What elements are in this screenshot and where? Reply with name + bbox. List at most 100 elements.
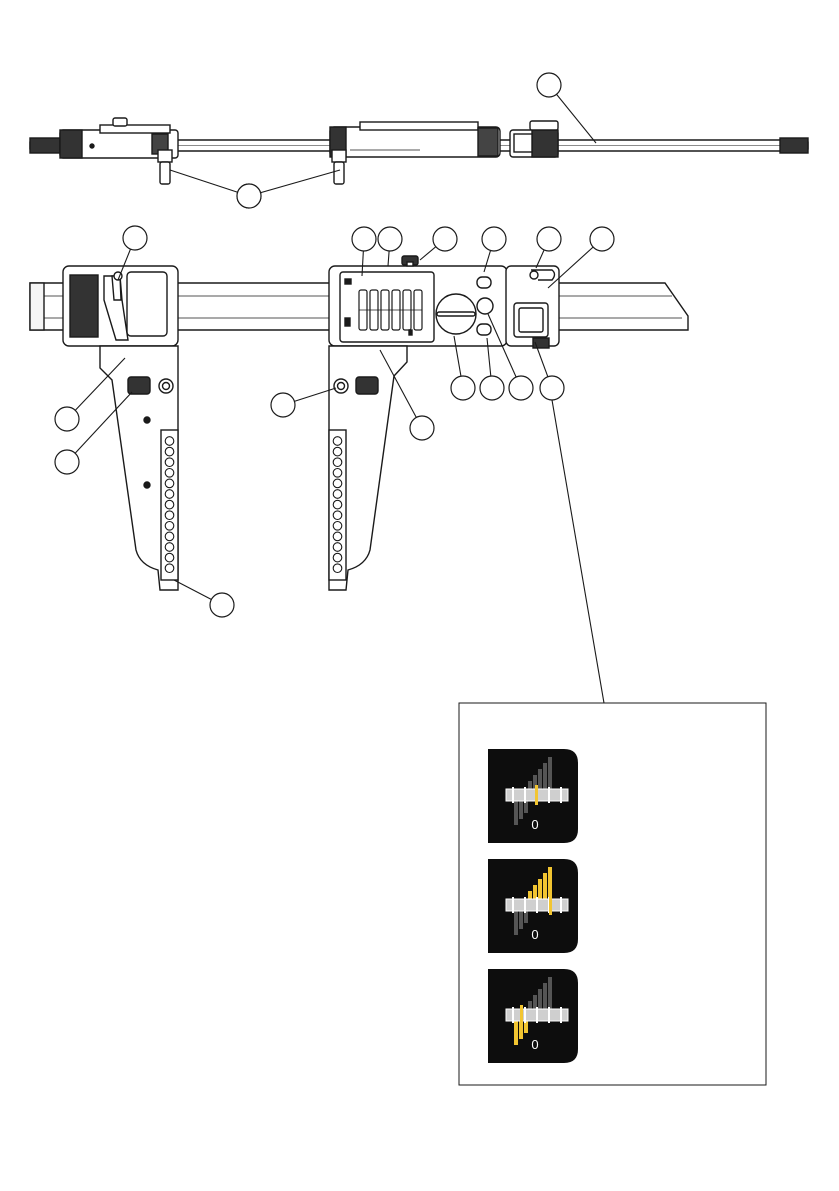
- callout-circle: [540, 376, 564, 400]
- jaw-hole: [333, 458, 342, 467]
- callout-circle: [210, 593, 234, 617]
- jaw-hole: [333, 532, 342, 541]
- jaw-hole: [333, 511, 342, 520]
- indicator-bar-upper: [548, 867, 552, 899]
- front-view-left-slider: [63, 266, 178, 346]
- indicator-tick: [524, 1007, 526, 1023]
- jaw-hole: [333, 564, 342, 573]
- front-view-left-jaw: [100, 346, 178, 590]
- indicator-bar-upper: [543, 873, 547, 899]
- indicator-bar-upper: [533, 885, 537, 899]
- indicator-needle: [549, 895, 552, 915]
- side-view-knurl-right: [780, 138, 808, 153]
- indicator-bar-upper: [548, 977, 552, 1009]
- callout-circle: [410, 416, 434, 440]
- indicator-bar-upper: [528, 891, 532, 899]
- jaw-hole: [165, 553, 174, 562]
- callout-circle: [480, 376, 504, 400]
- jaw-hole: [165, 447, 174, 456]
- side-view-pins: [158, 150, 346, 184]
- jaw-hole: [165, 543, 174, 552]
- lcd-display: [340, 272, 434, 342]
- indicator-icon-centered: 0: [488, 749, 578, 843]
- indicator-icons: 0 0 0: [488, 749, 578, 1063]
- jaw-hole: [333, 469, 342, 478]
- jaw-hole: [333, 500, 342, 509]
- indicator-bar-upper: [533, 995, 537, 1009]
- jaw-hole: [165, 500, 174, 509]
- jaw-hole: [333, 437, 342, 446]
- indicator-bar-lower: [514, 801, 518, 825]
- indicator-bar-upper: [538, 769, 542, 789]
- jaw-holes: [165, 437, 342, 573]
- jaw-hole: [165, 469, 174, 478]
- indicator-bar-upper: [528, 1001, 532, 1009]
- jaw-hole: [333, 447, 342, 456]
- indicator-zero-label: 0: [531, 817, 538, 832]
- caliper-side-view: [30, 118, 808, 184]
- indicator-bar-lower: [519, 801, 523, 819]
- callout-circle: [123, 226, 147, 250]
- jaw-hole: [165, 490, 174, 499]
- jaw-hole: [333, 543, 342, 552]
- callout-circle: [271, 393, 295, 417]
- indicator-zero-label: 0: [531, 1037, 538, 1052]
- lower-button[interactable]: [477, 324, 491, 335]
- jaw-hole: [165, 458, 174, 467]
- callout-circle: [55, 450, 79, 474]
- indicator-bar-lower: [514, 911, 518, 935]
- indicator-tick: [524, 787, 526, 803]
- indicator-bar-upper: [543, 763, 547, 789]
- caliper-front-view: [30, 256, 688, 590]
- indicator-tick: [560, 1007, 562, 1023]
- indicator-icon-positive: 0: [488, 859, 578, 953]
- indicator-tick: [560, 787, 562, 803]
- jaw-hole: [333, 479, 342, 488]
- indicator-bar-upper: [548, 757, 552, 789]
- side-view-display-slider: [330, 122, 500, 157]
- indicator-tick: [524, 897, 526, 913]
- callout-circle: [509, 376, 533, 400]
- indicator-tick: [536, 897, 538, 913]
- indicator-bar-lower: [514, 1021, 518, 1045]
- front-view-display-unit: [329, 256, 507, 346]
- callout-leader-line: [249, 170, 340, 196]
- indicator-bar-upper: [538, 989, 542, 1009]
- jaw-hole: [333, 522, 342, 531]
- indicator-needle: [520, 1005, 523, 1025]
- middle-button[interactable]: [477, 298, 493, 314]
- indicator-needle: [535, 785, 538, 805]
- front-view-right-jaw: [329, 346, 407, 590]
- indicator-bar-upper: [528, 781, 532, 789]
- callout-circle: [433, 227, 457, 251]
- jaw-hole: [333, 490, 342, 499]
- callout-circle: [537, 227, 561, 251]
- callout-circle: [537, 73, 561, 97]
- front-view-right-clamp: [506, 266, 559, 348]
- indicator-bar-upper: [543, 983, 547, 1009]
- upper-button[interactable]: [477, 277, 491, 288]
- lock-screw[interactable]: [402, 256, 418, 266]
- indicator-tick: [512, 897, 514, 913]
- indicator-tick: [548, 787, 550, 803]
- side-view-right-clamp: [510, 121, 558, 157]
- indicator-icon-negative: 0: [488, 969, 578, 1063]
- jaw-hole: [165, 564, 174, 573]
- jaw-hole: [333, 553, 342, 562]
- callout-circle: [237, 184, 261, 208]
- callout-circle: [378, 227, 402, 251]
- side-view-knurl-left: [30, 138, 60, 153]
- panel-leader-line: [552, 400, 604, 703]
- jaw-hole: [165, 479, 174, 488]
- callout-circle: [451, 376, 475, 400]
- callout-circle: [590, 227, 614, 251]
- jaw-hole: [165, 532, 174, 541]
- callout-circle: [55, 407, 79, 431]
- indicator-tick: [548, 1007, 550, 1023]
- indicator-zero-label: 0: [531, 927, 538, 942]
- indicator-tick: [560, 897, 562, 913]
- indicator-bar-lower: [519, 911, 523, 929]
- indicator-bar-upper: [538, 879, 542, 899]
- jaw-hole: [165, 511, 174, 520]
